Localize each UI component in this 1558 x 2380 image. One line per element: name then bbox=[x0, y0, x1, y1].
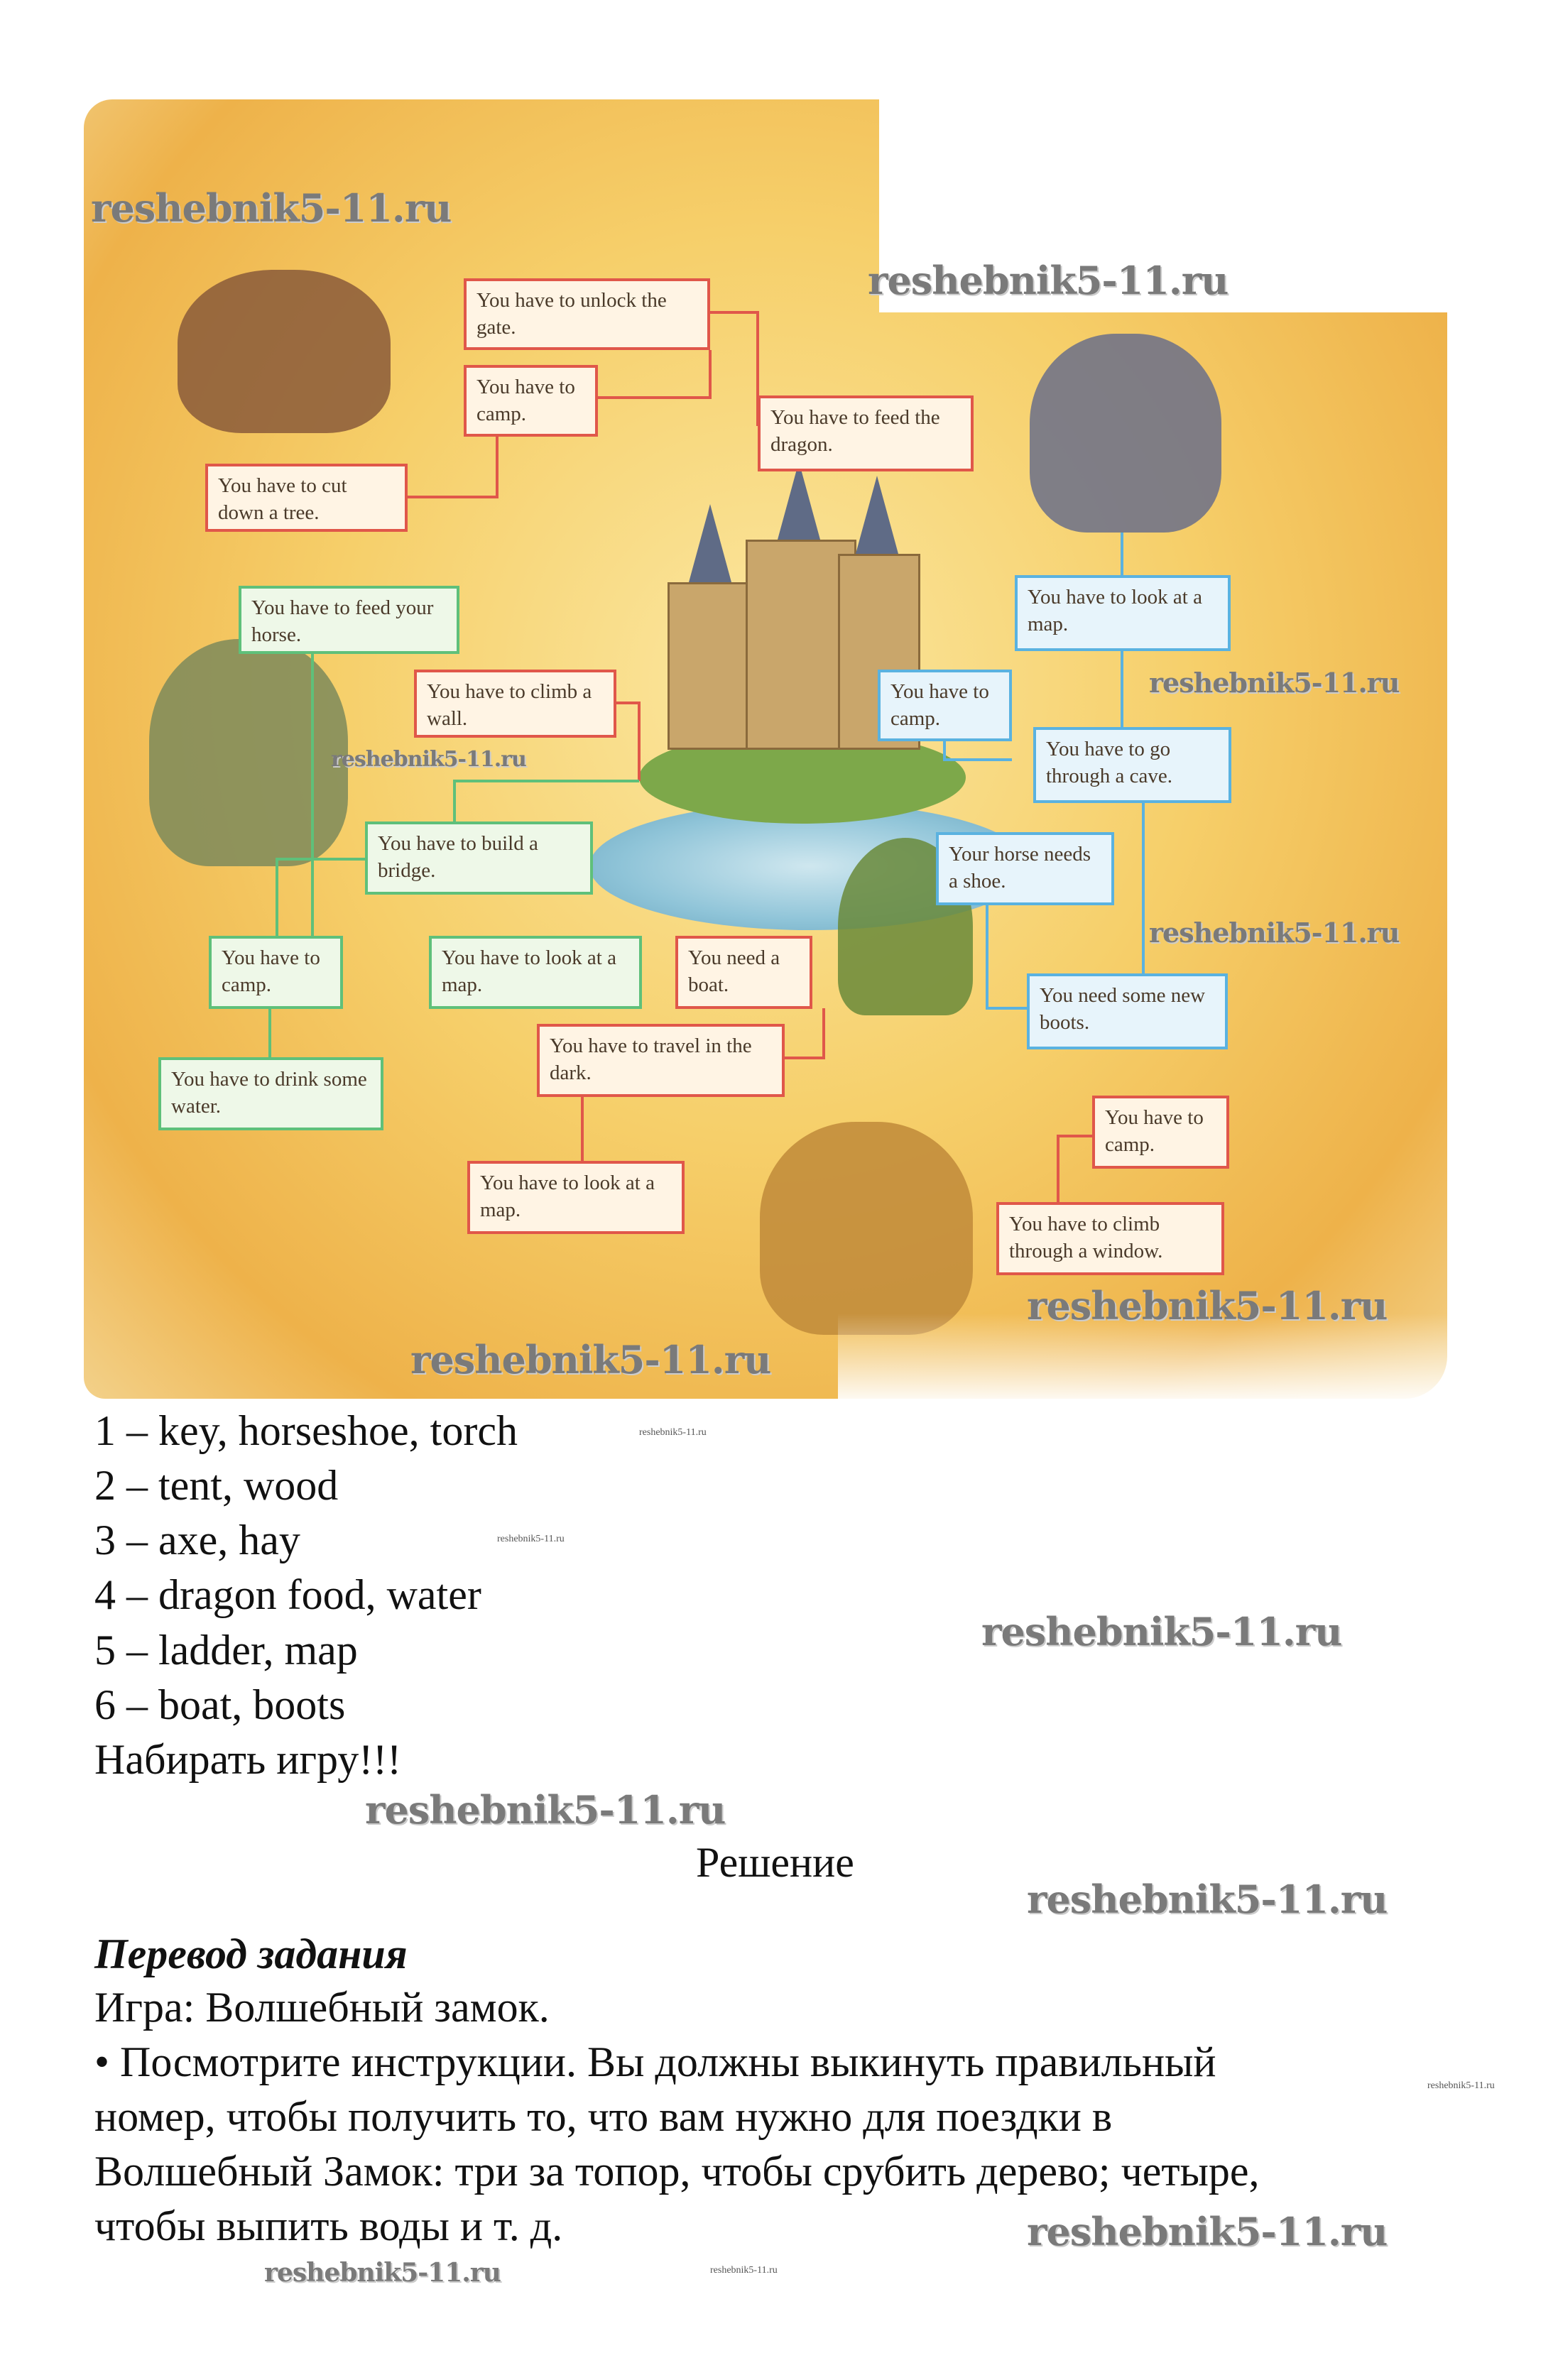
map-box: You have to look at a map. bbox=[467, 1161, 685, 1234]
map-box: You have to look at a map. bbox=[429, 936, 642, 1009]
map-box: You have to drink some water. bbox=[158, 1057, 383, 1130]
answer-line: 2 – tent, wood bbox=[94, 1462, 339, 1509]
translation-line: Волшебный Замок: три за топор, чтобы сру… bbox=[94, 2148, 1260, 2195]
map-box: You have to camp. bbox=[878, 670, 1012, 741]
answer-line: Набирать игру!!! bbox=[94, 1736, 402, 1783]
castle-roof bbox=[778, 462, 820, 540]
map-box: You have to climb through a window. bbox=[996, 1202, 1224, 1275]
knight-red bbox=[178, 270, 391, 433]
path-connectors bbox=[268, 311, 1145, 1235]
watermark: reshebnik5-11.ru bbox=[1149, 917, 1400, 949]
knight-green bbox=[149, 639, 348, 866]
castle-tower bbox=[668, 582, 757, 750]
solution-label: Решение bbox=[696, 1839, 854, 1886]
watermark: reshebnik5-11.ru bbox=[1027, 1877, 1388, 1922]
watermark-small: reshebnik5-11.ru bbox=[639, 1427, 707, 1438]
translation-line: • Посмотрите инструкции. Вы должны выкин… bbox=[94, 2038, 1216, 2085]
watermark: reshebnik5-11.ru bbox=[1027, 1283, 1388, 1328]
translation-line: чтобы выпить воды и т. д. bbox=[94, 2202, 563, 2249]
answer-line: 1 – key, horseshoe, torch bbox=[94, 1407, 518, 1454]
translation-line: Игра: Волшебный замок. bbox=[94, 1984, 550, 2031]
knight-blue bbox=[1030, 334, 1221, 533]
watermark: reshebnik5-11.ru bbox=[91, 185, 452, 231]
watermark-small: reshebnik5-11.ru bbox=[1427, 2080, 1495, 2091]
map-box: You have to camp. bbox=[464, 365, 598, 437]
map-box: You have to camp. bbox=[1092, 1096, 1229, 1169]
watermark: reshebnik5-11.ru bbox=[981, 1609, 1342, 1654]
translation-line: номер, чтобы получить то, что вам нужно … bbox=[94, 2093, 1113, 2140]
watermark-small: reshebnik5-11.ru bbox=[497, 1534, 565, 1544]
castle-roof bbox=[856, 476, 898, 554]
map-box: You have to feed the dragon. bbox=[758, 395, 974, 471]
watermark: reshebnik5-11.ru bbox=[264, 2258, 501, 2288]
map-box: You have to camp. bbox=[209, 936, 343, 1009]
map-box: You need some new boots. bbox=[1027, 973, 1228, 1049]
map-box: You have to feed your horse. bbox=[239, 586, 459, 654]
watermark: reshebnik5-11.ru bbox=[365, 1787, 726, 1833]
map-box: You have to unlock the gate. bbox=[464, 278, 710, 350]
map-box: You need a boat. bbox=[675, 936, 812, 1009]
castle-roof bbox=[689, 504, 731, 582]
map-box: You have to climb a wall. bbox=[414, 670, 616, 738]
map-box: You have to go through a cave. bbox=[1033, 727, 1231, 803]
map-fade bbox=[838, 1314, 1449, 1406]
watermark: reshebnik5-11.ru bbox=[331, 747, 527, 772]
map-corner-blank bbox=[879, 92, 1461, 312]
answer-line: 4 – dragon food, water bbox=[94, 1571, 481, 1618]
answer-line: 3 – axe, hay bbox=[94, 1517, 300, 1563]
knight-yellow bbox=[760, 1122, 973, 1335]
map-box: You have to cut down a tree. bbox=[205, 464, 408, 532]
answer-line: 5 – ladder, map bbox=[94, 1627, 358, 1674]
watermark: reshebnik5-11.ru bbox=[868, 258, 1229, 303]
watermark: reshebnik5-11.ru bbox=[1149, 667, 1400, 699]
watermark: reshebnik5-11.ru bbox=[410, 1337, 771, 1382]
map-box: You have to look at a map. bbox=[1015, 575, 1231, 651]
translation-heading: Перевод задания bbox=[94, 1931, 408, 1977]
map-box: You have to travel in the dark. bbox=[537, 1024, 785, 1097]
watermark-small: reshebnik5-11.ru bbox=[710, 2265, 778, 2276]
map-box: You have to build a bridge. bbox=[365, 821, 593, 895]
answer-line: 6 – boat, boots bbox=[94, 1681, 346, 1728]
watermark: reshebnik5-11.ru bbox=[1027, 2209, 1388, 2254]
map-box: Your horse needs a shoe. bbox=[936, 832, 1114, 905]
